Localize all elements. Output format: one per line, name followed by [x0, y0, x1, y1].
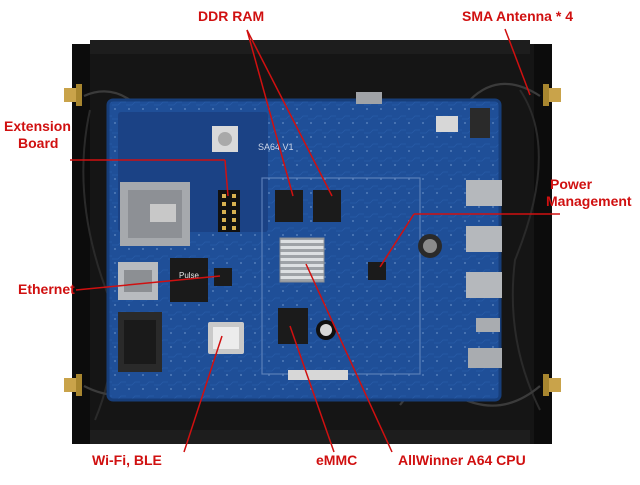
leader-extension-board — [224, 159, 229, 197]
power-management-chip — [368, 262, 386, 280]
sd-card-slot — [120, 182, 190, 246]
label-power-management-line1: Power — [550, 176, 593, 192]
leader-ddr-ram — [246, 29, 294, 197]
label-extension-board-line2: Board — [18, 135, 59, 151]
pulse-brand-text: Pulse — [179, 271, 200, 280]
leader-wifi-ble — [183, 335, 223, 453]
sma-connector — [543, 374, 561, 396]
leader-ddr-ram — [246, 29, 333, 197]
label-ethernet: Ethernet — [18, 281, 75, 297]
ddr-ram-chip — [275, 190, 303, 222]
leader-sma-antenna — [504, 28, 531, 96]
leader-power-management — [379, 213, 415, 268]
top-connectors — [356, 92, 490, 138]
label-power-management-line2: Management — [546, 193, 632, 209]
silkscreen-text: SA64 V1 — [258, 142, 294, 152]
right-side-ports — [466, 180, 502, 368]
leader-emmc — [289, 325, 335, 453]
sma-connector — [64, 374, 82, 396]
usb-port — [466, 272, 502, 298]
serial-port — [118, 312, 162, 372]
label-extension-board: Extension Board — [4, 118, 94, 152]
sma-antenna-connectors — [64, 84, 561, 396]
wifi-ble-module — [208, 322, 244, 354]
label-sma-antenna: SMA Antenna * 4 — [462, 8, 573, 24]
capacitor — [316, 320, 336, 340]
label-emmc: eMMC — [316, 452, 358, 468]
leader-lines — [70, 28, 560, 453]
ddr-ram-chips — [275, 190, 341, 222]
hdmi-port — [468, 348, 502, 368]
ribbon-connector — [288, 370, 348, 380]
usb-port — [466, 226, 502, 252]
label-cpu: AllWinner A64 CPU — [398, 452, 526, 468]
emmc-chip — [278, 308, 308, 344]
extension-header — [218, 190, 240, 232]
label-extension-board-line1: Extension — [4, 118, 71, 134]
label-ddr-ram: DDR RAM — [198, 8, 265, 24]
power-capacitor — [418, 234, 442, 258]
micro-usb-port — [476, 318, 500, 332]
usb-port — [466, 180, 502, 206]
leader-cpu — [305, 263, 393, 453]
sma-connector — [64, 84, 82, 106]
ethernet-phy-chip — [214, 268, 232, 286]
sma-connector — [543, 84, 561, 106]
label-wifi-ble: Wi-Fi, BLE — [92, 452, 162, 468]
cpu-heatsink — [279, 237, 325, 283]
ddr-ram-chip — [313, 190, 341, 222]
label-power-management: Power Management — [546, 176, 638, 210]
leader-ethernet — [75, 275, 221, 291]
